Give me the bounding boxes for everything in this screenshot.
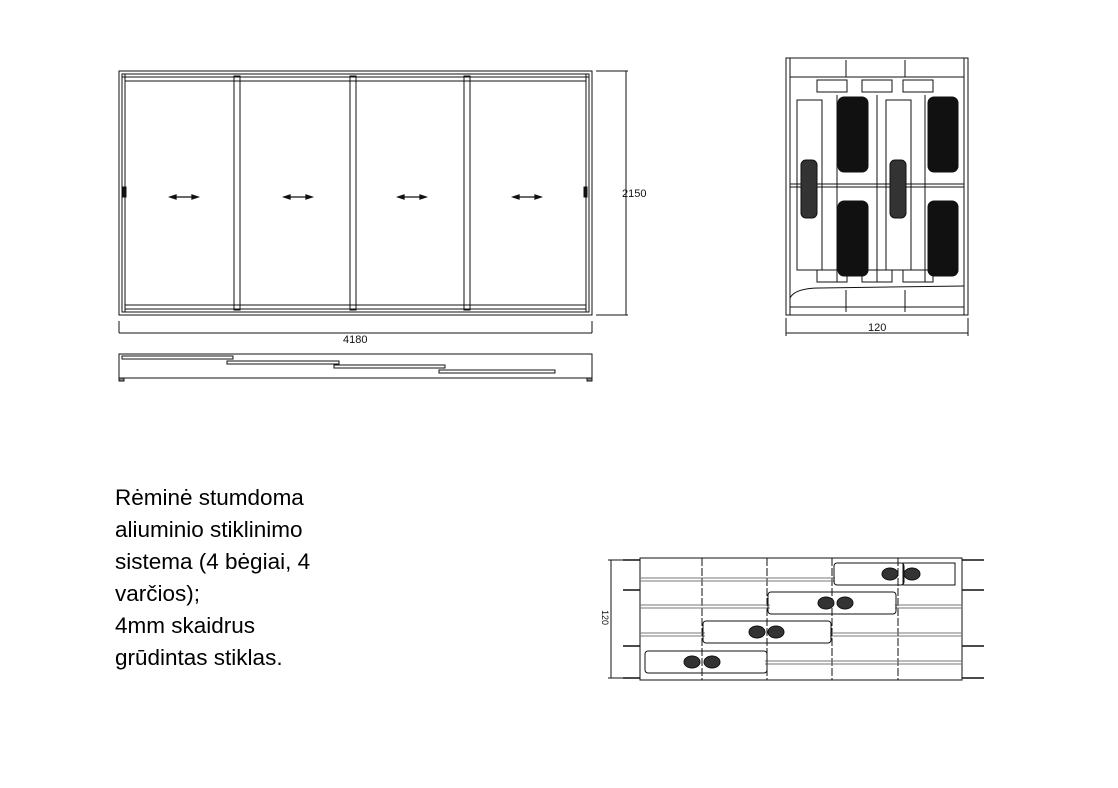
- description-line: sistema (4 bėgiai, 4: [115, 549, 311, 574]
- handle-icon: [583, 186, 588, 198]
- description-line: grūdintas stiklas.: [115, 645, 283, 670]
- front-elevation: [118, 70, 593, 316]
- section-width-dimension: [785, 318, 969, 336]
- slide-arrow-icon: [281, 194, 315, 200]
- system-description: Rėminė stumdoma aliuminio stiklinimo sis…: [115, 482, 310, 674]
- section-width-label: 120: [868, 322, 886, 334]
- handle-icon: [122, 186, 127, 198]
- horizontal-section-label: 120: [600, 610, 610, 625]
- description-line: Rėminė stumdoma: [115, 485, 304, 510]
- slide-arrow-icon: [395, 194, 429, 200]
- horizontal-section-dimension: [608, 559, 640, 679]
- horizontal-section: [623, 557, 984, 681]
- description-line: aliuminio stiklinimo: [115, 517, 303, 542]
- vertical-section: [785, 57, 969, 316]
- slide-arrow-icon: [167, 194, 201, 200]
- panel-mullions: [233, 75, 471, 311]
- height-label: 2150: [622, 188, 646, 200]
- height-dimension: [596, 70, 628, 316]
- description-line: varčios);: [115, 581, 201, 606]
- slide-arrow-icon: [510, 194, 544, 200]
- description-line: 4mm skaidrus: [115, 613, 256, 638]
- width-dimension: [118, 321, 593, 334]
- plan-view: [118, 353, 593, 382]
- slide-arrow-icons: [167, 194, 544, 200]
- width-label: 4180: [343, 334, 367, 346]
